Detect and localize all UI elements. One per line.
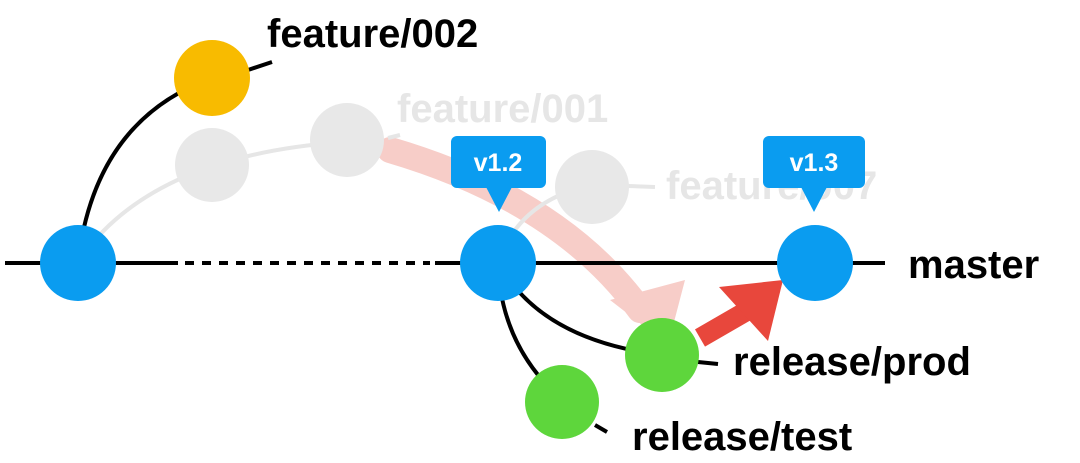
branch-label-feature-002: feature/002 xyxy=(267,12,478,56)
merge-arrow-head xyxy=(719,280,783,341)
tag-v1-3-pointer xyxy=(801,187,827,212)
tag-v1-3-text: v1.3 xyxy=(790,149,839,177)
branch-line-feature-002-tail xyxy=(247,60,273,72)
ghost-commit-feature-001-b xyxy=(310,103,384,177)
commit-master-v1-3 xyxy=(777,225,853,301)
ghost-commit-feature-007 xyxy=(555,150,629,224)
tag-v1-2-pointer xyxy=(486,187,512,212)
branch-label-master: master xyxy=(908,243,1039,287)
branch-line-release-prod-tail xyxy=(697,360,719,366)
ghost-line-feature-001-tail xyxy=(387,133,401,140)
commit-release-test xyxy=(525,365,599,439)
tag-v1-2: v1.2 xyxy=(451,136,546,212)
branch-line-release-test-tail xyxy=(593,423,609,434)
ghost-line-feature-007-tail xyxy=(627,184,656,189)
commit-master-base xyxy=(40,225,116,301)
commit-release-prod xyxy=(625,318,699,392)
faded-merge-arrow xyxy=(377,137,653,323)
commit-feature-002 xyxy=(174,40,250,116)
branch-label-release-test: release/test xyxy=(632,415,852,459)
tag-v1-3-box xyxy=(763,136,865,188)
tag-v1-2-text: v1.2 xyxy=(474,149,523,177)
branch-label-release-prod: release/prod xyxy=(733,340,971,384)
commit-master-v1-2 xyxy=(460,225,536,301)
tag-v1-3: v1.3 xyxy=(763,136,865,212)
tag-v1-2-box xyxy=(451,136,546,188)
branch-label-feature-001: feature/001 xyxy=(397,87,608,131)
merge-arrow xyxy=(694,303,751,347)
ghost-commit-feature-001-a xyxy=(175,128,249,202)
